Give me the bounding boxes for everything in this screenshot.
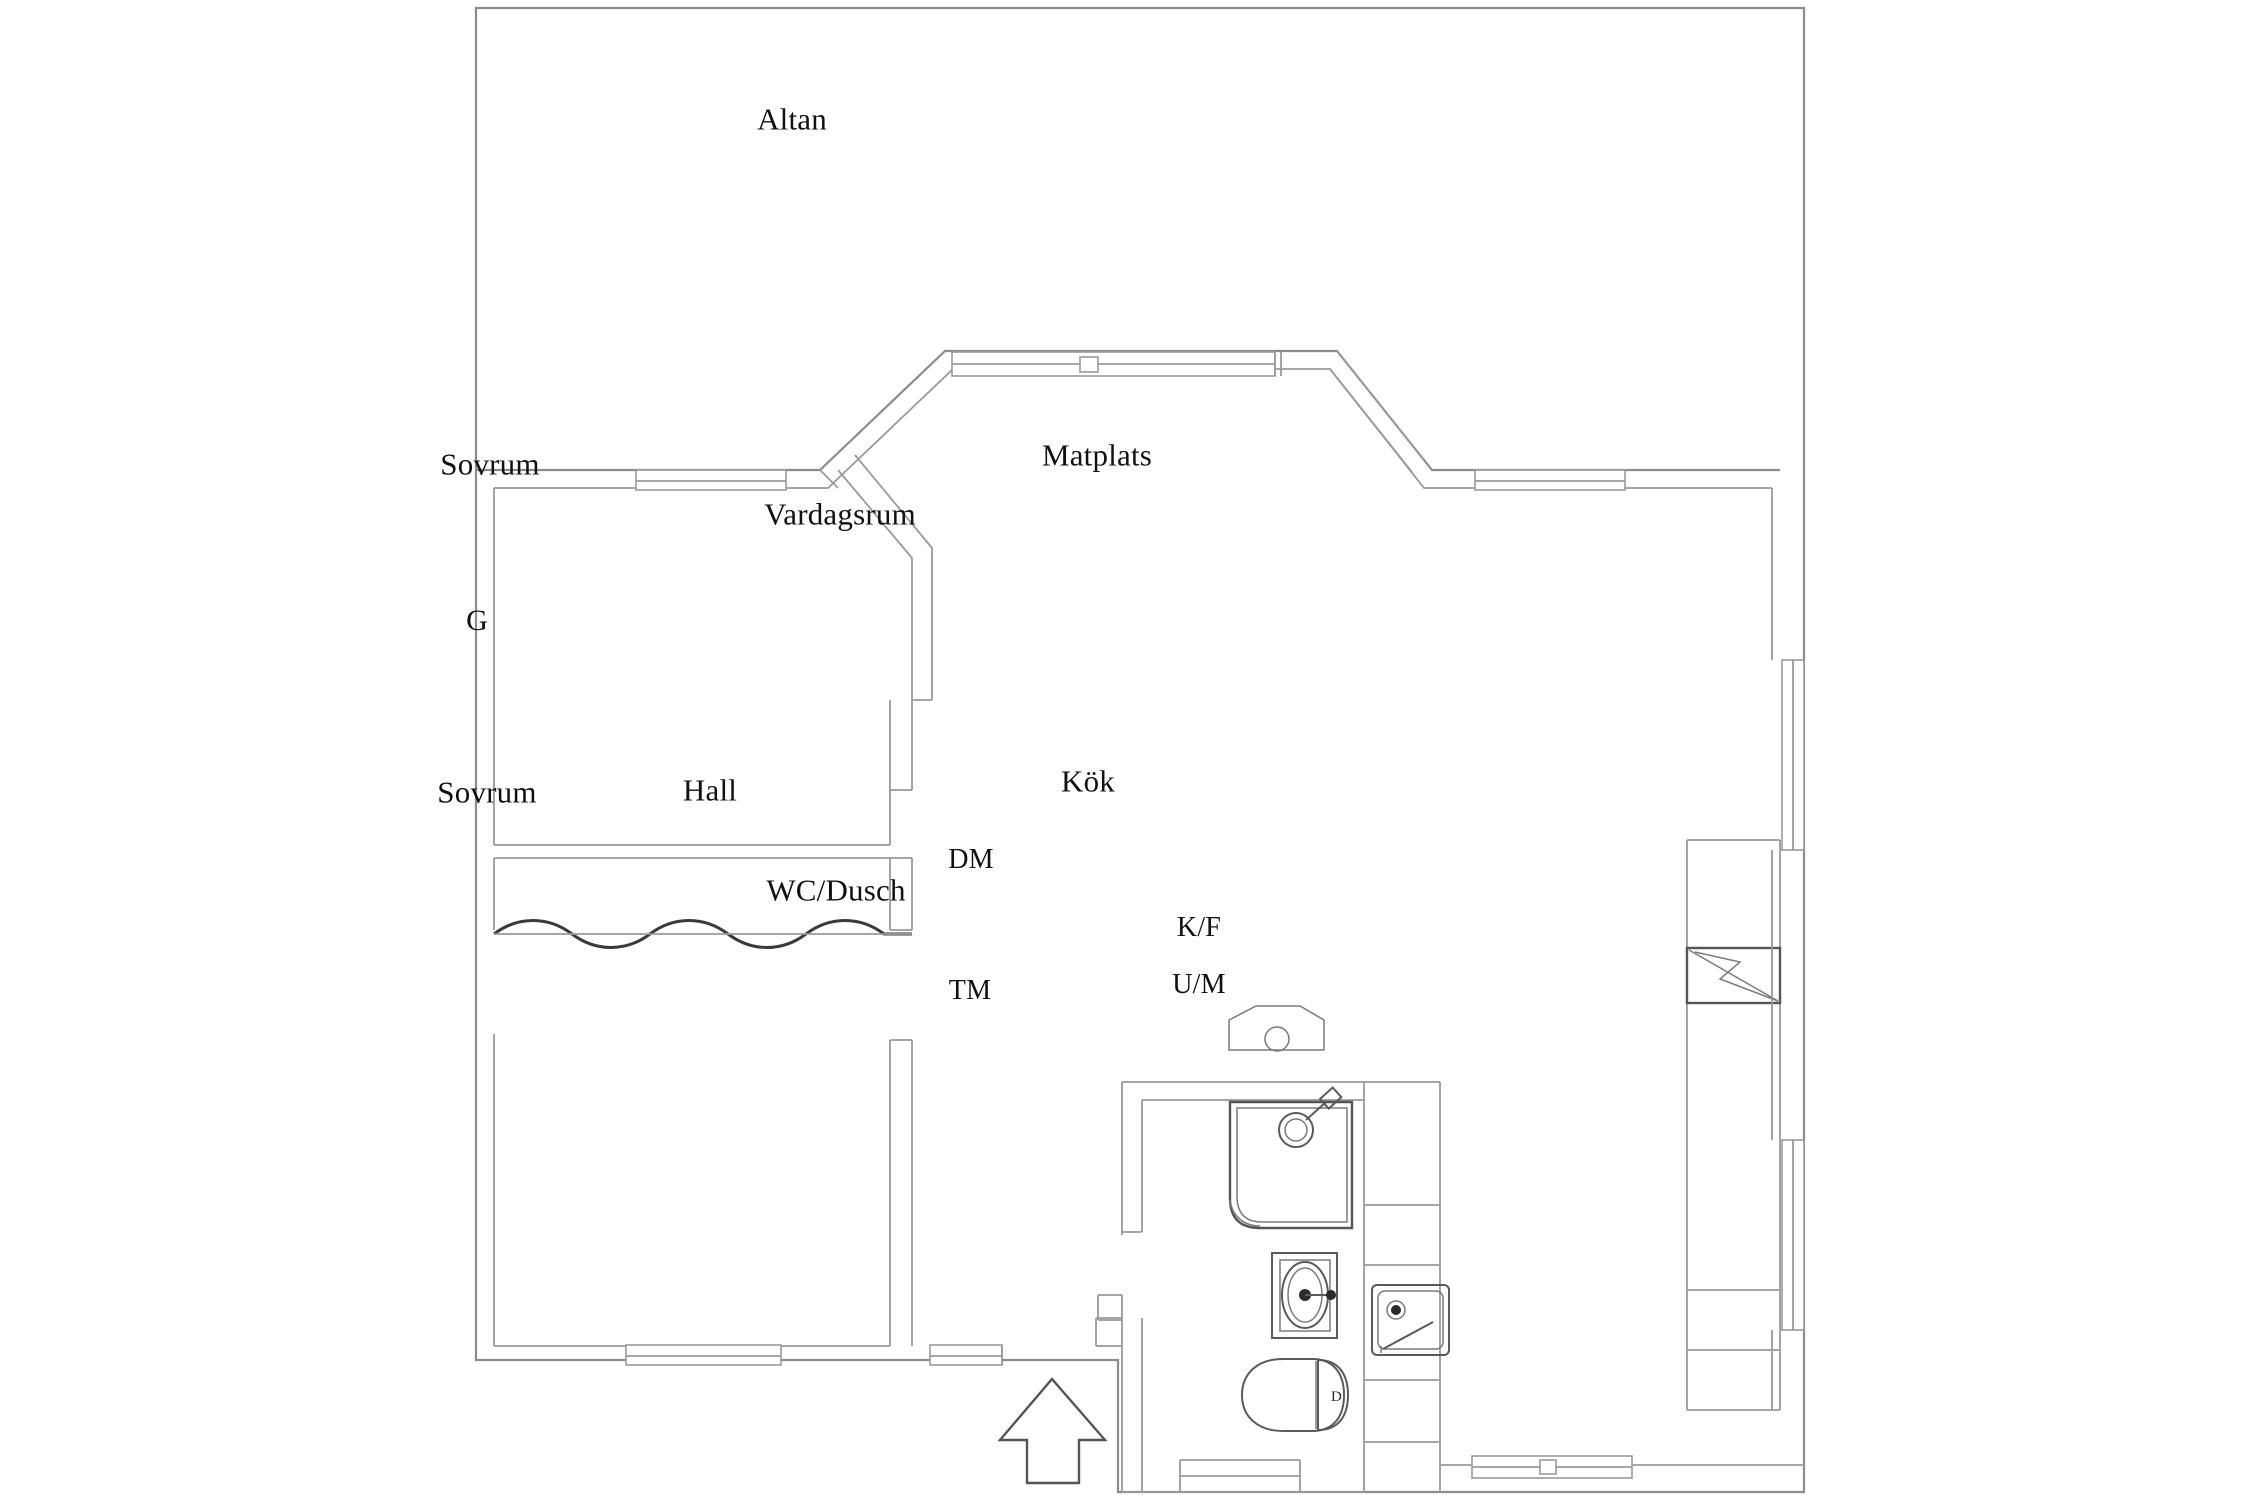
shower-cabin <box>1228 1086 1354 1230</box>
right-wall-window-kok[interactable] <box>1781 659 1805 851</box>
right-wall-window-matplats[interactable] <box>1474 469 1626 491</box>
appliance-label-kf: K/F <box>1176 912 1222 943</box>
room-label-altan: Altan <box>757 101 827 137</box>
outer-envelope <box>474 6 1806 1494</box>
left-wall-window-sovrum-1[interactable] <box>635 469 787 491</box>
room-label-kok: Kök <box>1061 763 1115 799</box>
room-label-wc-dusch: WC/Dusch <box>766 872 906 908</box>
appliance-label-tm: TM <box>948 975 992 1006</box>
entrance-direction-arrow <box>997 1377 1108 1485</box>
room-label-sovrum-1: Sovrum <box>440 446 540 482</box>
interior-walls-left <box>493 488 913 1347</box>
kitchen-counter-column <box>1364 1081 1441 1492</box>
room-label-hall: Hall <box>682 772 738 808</box>
room-label-garderob: G <box>466 604 488 637</box>
right-wall-window-kok-2[interactable] <box>1781 1139 1805 1331</box>
wardrobe-sliding-doors <box>493 919 912 949</box>
hall-entrance-door[interactable] <box>929 1344 1003 1366</box>
angled-facade-walls <box>476 349 1780 701</box>
wc-dusch-walls <box>1097 1081 1365 1493</box>
bottom-wall-details <box>1179 1459 1301 1492</box>
kitchen-right-cabinets <box>1686 839 1781 1411</box>
toilet: D <box>1228 1005 1350 1432</box>
hall-walls <box>1095 1317 1122 1347</box>
wash-basin <box>1271 1252 1338 1339</box>
room-label-vardagsrum: Vardagsrum <box>764 496 916 532</box>
kitchen-sink <box>1371 1284 1450 1356</box>
stove-hob <box>1685 946 1782 1005</box>
bottom-wall-window-kok[interactable] <box>1471 1455 1633 1479</box>
appliance-label-dm: DM <box>948 844 994 875</box>
svg-text:D: D <box>1331 1389 1342 1405</box>
bottom-wall-window-sovrum-2[interactable] <box>625 1344 782 1366</box>
appliance-label-um: U/M <box>1172 969 1226 1000</box>
altan-balcony-door[interactable] <box>951 351 1282 377</box>
room-label-sovrum-2: Sovrum <box>437 774 537 810</box>
room-label-matplats: Matplats <box>1041 437 1153 473</box>
